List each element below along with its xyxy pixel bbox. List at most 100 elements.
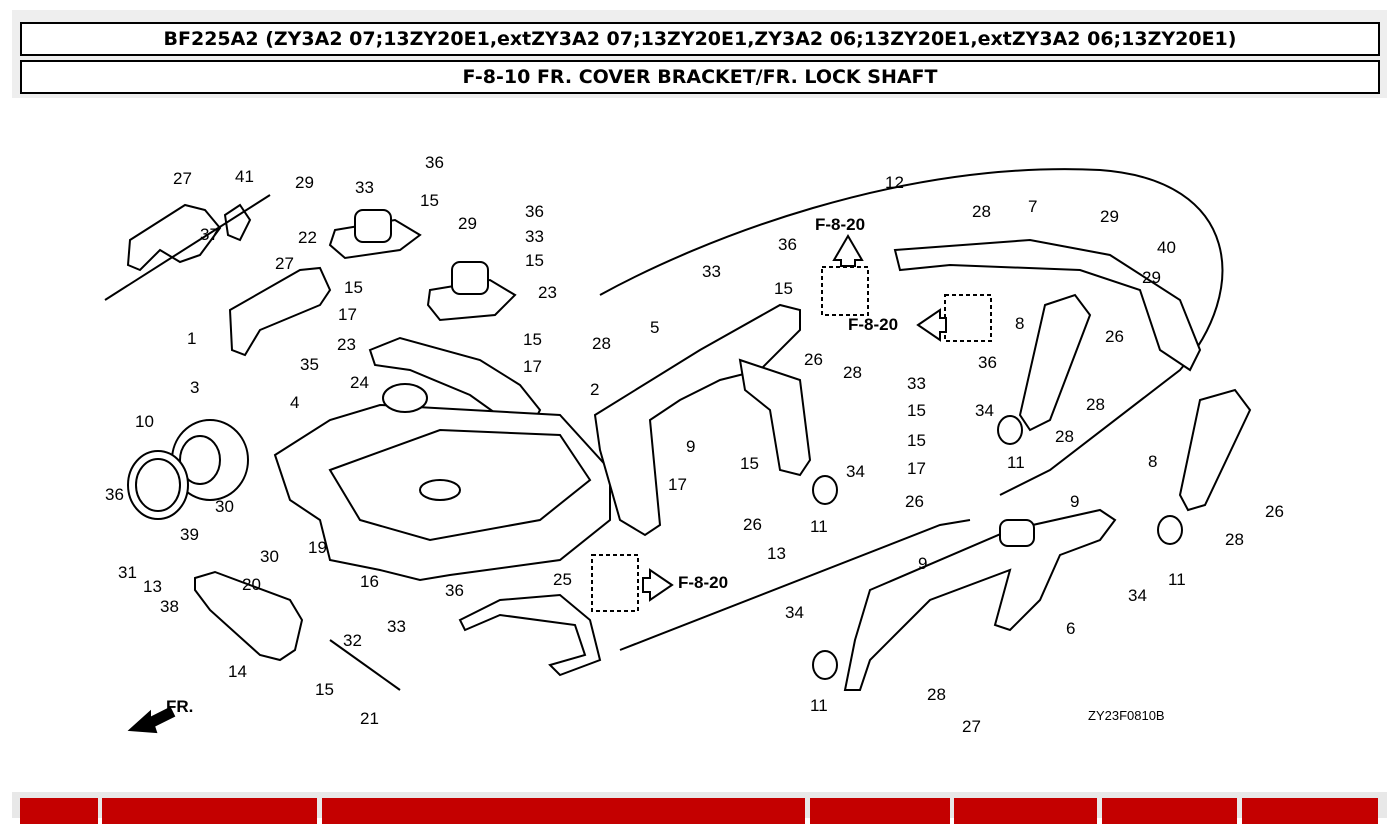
callout: 36 — [525, 202, 544, 221]
footer-tab[interactable] — [102, 798, 317, 824]
callout: 3 — [190, 378, 199, 397]
callout: 15 — [907, 431, 926, 450]
callout: 29 — [295, 173, 314, 192]
footer-tab[interactable] — [1242, 798, 1378, 824]
part-5-bracket — [593, 303, 801, 537]
callout: 17 — [338, 305, 357, 324]
callout: 33 — [525, 227, 544, 246]
ref-box-a — [821, 266, 869, 316]
callout: 33 — [355, 178, 374, 197]
callout: 38 — [160, 597, 179, 616]
callout: 16 — [360, 572, 379, 591]
callout: 8 — [1015, 314, 1024, 333]
callout: 28 — [1086, 395, 1105, 414]
callout: 19 — [308, 538, 327, 557]
footer-tab[interactable] — [954, 798, 1097, 824]
callout: 2 — [590, 380, 599, 399]
callout: 26 — [743, 515, 762, 534]
footer-tab[interactable] — [1102, 798, 1237, 824]
footer-tab[interactable] — [20, 798, 98, 824]
callout: 15 — [315, 680, 334, 699]
callout: 14 — [228, 662, 247, 681]
callout: 31 — [118, 563, 137, 582]
callout: 27 — [275, 254, 294, 273]
callout: 5 — [650, 318, 659, 337]
callout: 17 — [668, 475, 687, 494]
arrow-right-icon — [642, 568, 674, 602]
parts-diagram: 27 41 37 27 1 35 3 4 10 36 31 13 38 39 3… — [104, 153, 1284, 736]
ref-box-b — [944, 294, 992, 342]
callout: 6 — [1066, 619, 1075, 638]
callout: 34 — [975, 401, 994, 420]
callout: 27 — [173, 169, 192, 188]
callout: 33 — [907, 374, 926, 393]
callout: 37 — [200, 225, 219, 244]
part-20-bolt — [329, 639, 401, 691]
part-13-cable — [619, 519, 971, 651]
callout: 15 — [523, 330, 542, 349]
callout: 28 — [927, 685, 946, 704]
callout: 11 — [1007, 453, 1025, 472]
callout: 36 — [445, 581, 464, 600]
part-12-cable — [599, 168, 1224, 496]
callout: 40 — [1157, 238, 1176, 257]
callout: 20 — [242, 575, 261, 594]
footer-tab[interactable] — [322, 798, 805, 824]
section-title: F-8-10 FR. COVER BRACKET/FR. LOCK SHAFT — [20, 60, 1380, 94]
ref-label: F-8-20 — [848, 315, 898, 334]
callout: 26 — [804, 350, 823, 369]
callout: 26 — [1265, 502, 1284, 521]
callout: 15 — [344, 278, 363, 297]
model-title: BF225A2 (ZY3A2 07;13ZY20E1,extZY3A2 07;1… — [20, 22, 1380, 56]
callout: 11 — [1168, 570, 1186, 589]
footer-tab-bar — [12, 792, 1387, 824]
callout: 23 — [337, 335, 356, 354]
callout: 30 — [215, 497, 234, 516]
callout: 15 — [907, 401, 926, 420]
part-7-bar — [893, 238, 1202, 372]
part-1-bracket — [228, 266, 332, 357]
callout-labels: 27 41 37 27 1 35 3 4 10 36 31 13 38 39 3… — [105, 153, 1284, 736]
callout: 28 — [972, 202, 991, 221]
part-5-arm — [738, 358, 812, 477]
arrow-up-icon — [832, 234, 864, 267]
arrow-left-icon — [916, 308, 947, 342]
callout: 15 — [740, 454, 759, 473]
part-4-cover-bracket — [273, 383, 611, 582]
callout: 29 — [1100, 207, 1119, 226]
diagram-code: ZY23F0810B — [1088, 708, 1165, 723]
callout: 8 — [1148, 452, 1157, 471]
ref-label: F-8-20 — [678, 573, 728, 592]
callout: 17 — [907, 459, 926, 478]
part-21-boss-b — [451, 261, 489, 295]
callout: 15 — [774, 279, 793, 298]
callout: 36 — [978, 353, 997, 372]
part-6-boss — [999, 519, 1035, 547]
callout: 22 — [298, 228, 317, 247]
front-arrow-icon — [127, 706, 176, 734]
callout: 11 — [810, 696, 828, 715]
part-37-bracket — [104, 194, 271, 301]
callout: 28 — [1225, 530, 1244, 549]
callout: 30 — [260, 547, 279, 566]
part-10-band — [127, 450, 189, 520]
header-panel: BF225A2 (ZY3A2 07;13ZY20E1,extZY3A2 07;1… — [12, 10, 1387, 98]
callout: 35 — [300, 355, 319, 374]
callout: 39 — [180, 525, 199, 544]
callout: 36 — [105, 485, 124, 504]
part-6-bracket — [843, 508, 1117, 691]
footer-tab[interactable] — [810, 798, 950, 824]
callout: 1 — [187, 329, 196, 348]
part-14-handle — [194, 570, 304, 662]
callout: 26 — [1105, 327, 1124, 346]
callout: 29 — [1142, 268, 1161, 287]
callout: 21 — [360, 709, 379, 728]
callout: 27 — [962, 717, 981, 736]
ref-box-c — [591, 554, 639, 612]
callout: 34 — [846, 462, 865, 481]
part-25-rod — [458, 593, 602, 677]
callout: 33 — [387, 617, 406, 636]
callout: 13 — [767, 544, 786, 563]
part-21-boss-a — [354, 209, 392, 243]
callout: 34 — [1128, 586, 1147, 605]
